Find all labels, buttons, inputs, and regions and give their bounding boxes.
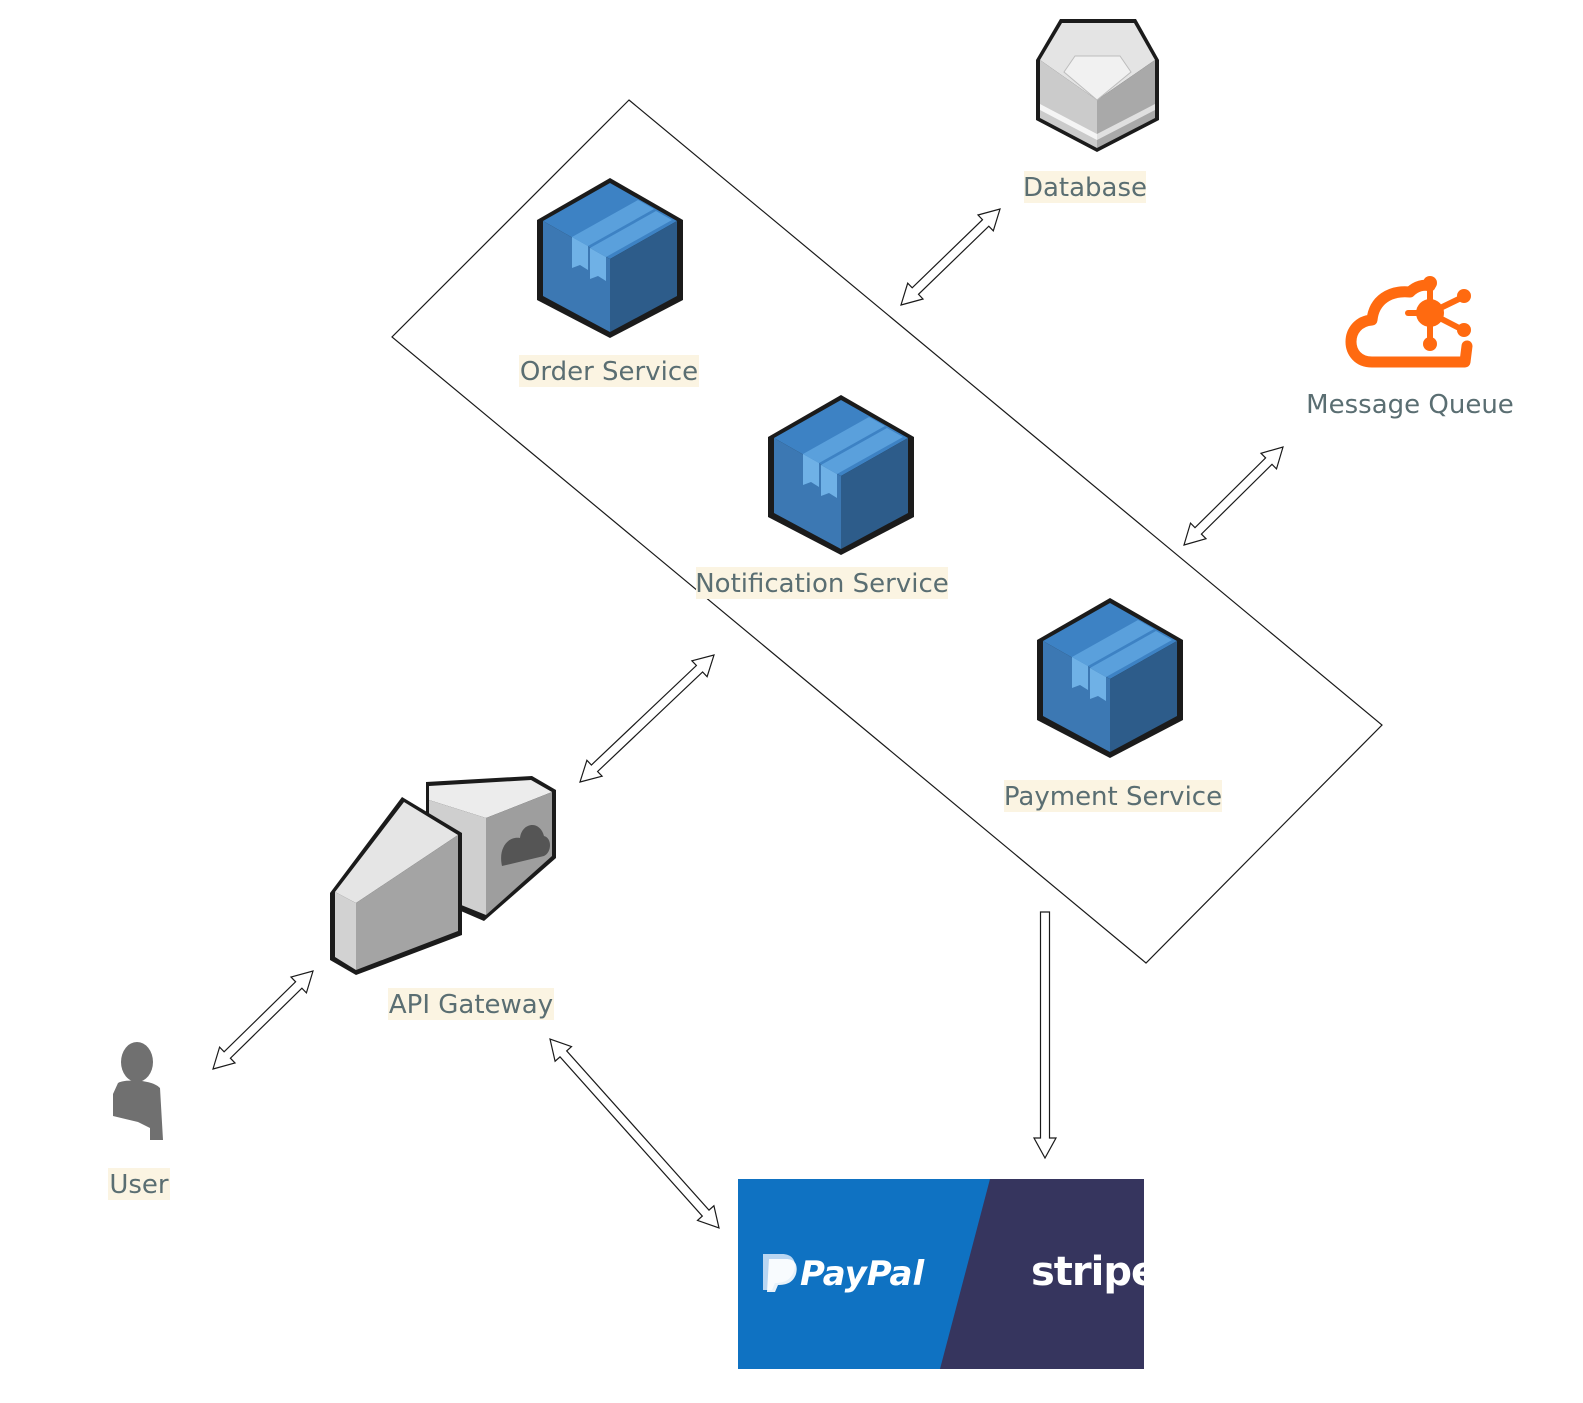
label-order-service: Order Service — [519, 355, 699, 387]
label-user: User — [108, 1168, 170, 1200]
payment-service-icon — [1037, 598, 1183, 758]
order-service-label: Order Service — [520, 357, 698, 387]
arrow-gateway-payments — [549, 1038, 720, 1229]
label-payment-service: Payment Service — [1004, 780, 1222, 812]
paypal-logo-text: PayPal — [800, 1254, 925, 1294]
message-queue-nodes — [1416, 276, 1471, 351]
database-icon — [1036, 19, 1159, 152]
arrow-service-database — [900, 208, 1001, 306]
label-api-gateway: API Gateway — [388, 988, 554, 1020]
service-group-boundary — [391, 99, 1383, 964]
database-label: Database — [1023, 173, 1147, 203]
api-gateway-icon — [330, 776, 556, 975]
arrow-user-gateway — [212, 970, 314, 1070]
arrow-service-queue — [1183, 446, 1284, 546]
api-gateway-label: API Gateway — [389, 990, 553, 1020]
connection-arrows — [212, 208, 1284, 1229]
arrow-gateway-service — [579, 654, 715, 783]
order-service-icon — [537, 178, 683, 338]
arrow-service-payments — [1032, 911, 1058, 1160]
label-message-queue: Message Queue — [1306, 390, 1514, 420]
user-icon — [113, 1042, 163, 1140]
stripe-logo-text: stripe — [1031, 1249, 1157, 1295]
label-database: Database — [1023, 171, 1147, 203]
user-label: User — [109, 1170, 169, 1200]
notification-service-label: Notification Service — [695, 569, 949, 599]
paypal-p-icon — [763, 1254, 797, 1292]
message-queue-icon — [1345, 279, 1473, 368]
payment-service-label: Payment Service — [1004, 782, 1222, 812]
label-notification-service: Notification Service — [695, 567, 949, 599]
payment-providers-logo: PayPal stripe — [738, 1179, 1158, 1369]
notification-service-icon — [768, 395, 914, 555]
message-queue-label: Message Queue — [1306, 390, 1514, 420]
